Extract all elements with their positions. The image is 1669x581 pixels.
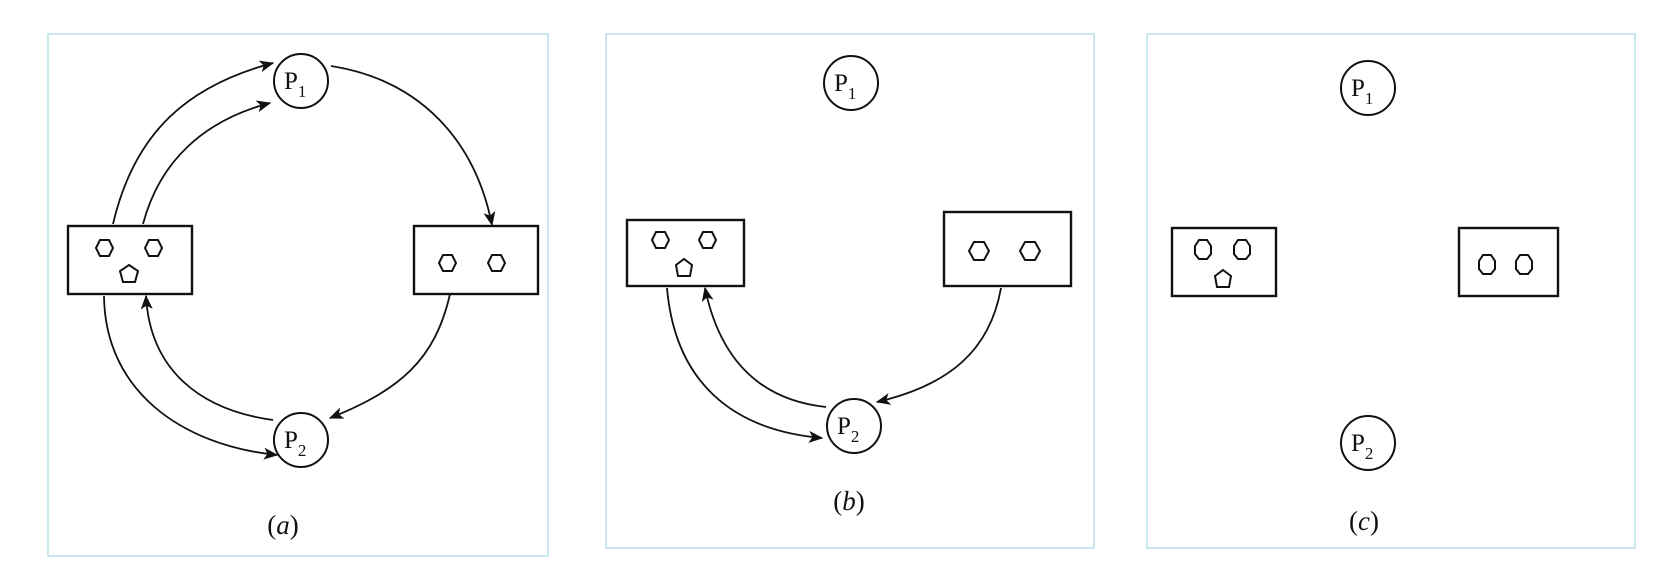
resource-box-1 — [625, 218, 746, 288]
token-hexagon — [967, 241, 991, 261]
panel-b: P1 P2 (b) — [605, 33, 1095, 549]
place-p2-subscript: 2 — [1365, 444, 1374, 463]
place-p2-label: P — [837, 413, 851, 440]
token-pentagon — [674, 257, 694, 277]
place-p1-label: P — [1351, 75, 1365, 102]
place-p2: P2 — [826, 398, 882, 454]
arc-box1-to-p1-outer — [112, 60, 275, 225]
token-pentagon — [118, 263, 140, 283]
panel-a: P1 P2 (a) — [47, 33, 549, 557]
resource-box-2 — [1457, 226, 1560, 298]
place-p2: P2 — [273, 412, 329, 468]
place-p2-label: P — [284, 427, 298, 454]
token-hexagon — [1018, 241, 1042, 261]
resource-box-1 — [1170, 226, 1278, 298]
panel-b-caption: (b) — [833, 486, 865, 516]
arc-box1-to-p2 — [666, 287, 824, 443]
place-p2: P2 — [1340, 415, 1396, 471]
svg-text:P2: P2 — [284, 427, 306, 460]
arc-box1-to-p1-inner — [142, 100, 272, 225]
place-p2-label: P — [1351, 430, 1365, 457]
place-p2-subscript: 2 — [298, 441, 307, 460]
token-octagon — [1478, 254, 1496, 275]
place-p2-subscript: 2 — [851, 427, 860, 446]
place-p1-label: P — [284, 68, 298, 95]
place-p1-subscript: 1 — [298, 82, 307, 101]
token-hexagon — [650, 231, 671, 249]
svg-text:P1: P1 — [834, 70, 856, 103]
token-hexagon — [143, 239, 164, 257]
panel-c: P1 P2 (c) — [1146, 33, 1636, 549]
svg-text:P1: P1 — [284, 68, 306, 101]
arc-box2-to-p2 — [875, 287, 1002, 405]
place-p1-subscript: 1 — [848, 84, 857, 103]
place-p1: P1 — [1340, 60, 1396, 116]
token-hexagon — [697, 231, 718, 249]
place-p1: P1 — [823, 55, 879, 111]
arc-box1-to-p2 — [103, 295, 279, 460]
panel-c-caption: (c) — [1349, 506, 1379, 536]
arc-p2-to-box1 — [701, 286, 827, 408]
svg-text:P2: P2 — [837, 413, 859, 446]
token-pentagon — [1213, 268, 1233, 288]
place-p1: P1 — [273, 53, 329, 109]
place-p1-subscript: 1 — [1365, 89, 1374, 108]
token-octagon — [1233, 239, 1251, 260]
arc-box2-to-p2 — [328, 293, 451, 419]
token-octagon — [1515, 254, 1533, 275]
resource-box-2 — [942, 210, 1073, 288]
resource-box-1 — [66, 224, 194, 296]
svg-text:P1: P1 — [1351, 75, 1373, 108]
panel-b-frame — [605, 33, 1095, 549]
arc-p2-to-box1 — [140, 294, 274, 421]
place-p1-label: P — [834, 70, 848, 97]
svg-text:P2: P2 — [1351, 430, 1373, 463]
resource-box-2 — [412, 224, 540, 296]
token-hexagon — [486, 254, 507, 272]
panel-a-caption: (a) — [267, 510, 299, 540]
arc-p1-to-box2 — [330, 65, 496, 227]
token-hexagon — [94, 239, 115, 257]
token-octagon — [1194, 239, 1212, 260]
token-hexagon — [437, 254, 458, 272]
